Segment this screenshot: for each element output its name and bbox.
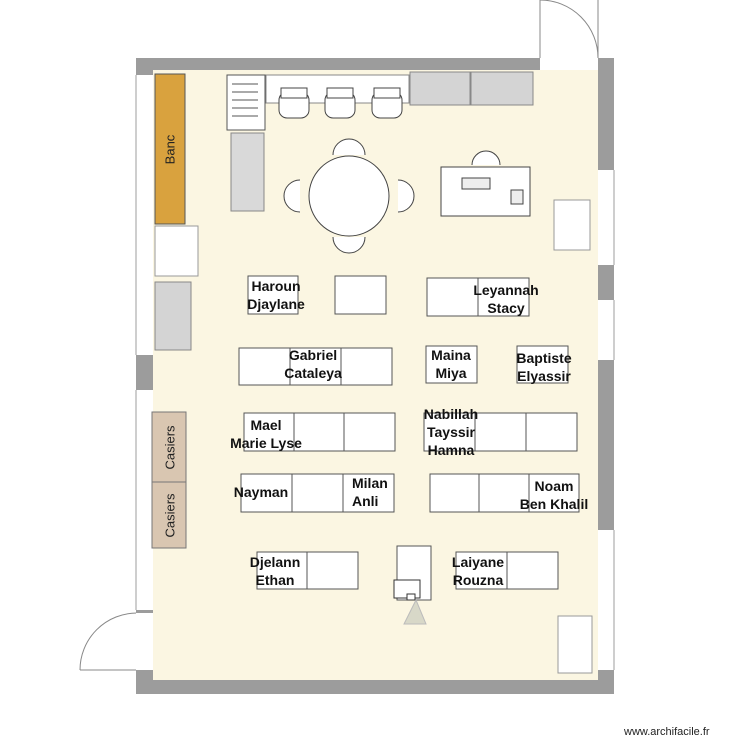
name-line: Milan (352, 475, 388, 491)
name-line: Ben Khalil (519, 496, 589, 512)
desk-label-djelann: Djelann Ethan (244, 553, 306, 589)
desk-label-noam: Noam Ben Khalil (512, 477, 596, 513)
desk-baptiste (516, 345, 569, 384)
name-line: Mael (250, 417, 282, 433)
footer-credit[interactable]: www.archifacile.fr (624, 726, 710, 738)
name-line: Noam (534, 478, 574, 494)
window-right-2 (598, 300, 614, 360)
cabinet-grey (230, 132, 265, 212)
lockers-1 (151, 411, 187, 483)
counter-grey-1 (409, 71, 471, 106)
desk-leyannah-2 (477, 277, 530, 317)
name-line: Cataleya (284, 365, 342, 381)
desk-label-leyannah: Leyannah Stacy (468, 281, 544, 317)
window-right-1 (598, 170, 614, 265)
desk-nayman-1 (240, 473, 293, 513)
door-bottom-left (79, 612, 138, 671)
desk-label-baptiste: Baptiste Elyassir (511, 349, 577, 385)
desk-gabriel-2 (289, 347, 342, 386)
name-line: Djelann (249, 554, 301, 570)
name-line: Tayssir (427, 424, 475, 440)
desk-nayman-2 (291, 473, 344, 513)
desk-label-mael: Mael Marie Lyse (224, 416, 308, 452)
desk-djelann-1 (256, 551, 308, 590)
lockers-label-2: Casiers (162, 493, 178, 538)
cabinet-right (553, 199, 591, 251)
shelf-unit (226, 74, 266, 131)
window-left-1 (136, 75, 153, 355)
name-line: Baptiste (516, 350, 572, 366)
window-top-right (540, 58, 598, 70)
bench (154, 73, 186, 225)
window-left-2 (136, 390, 153, 610)
desk-label-laiyane: Laiyane Rouzna (447, 553, 509, 589)
chair-computer-1 (278, 87, 310, 119)
counter-grey-2 (470, 71, 534, 106)
name-line: Elyassir (517, 368, 571, 384)
desk-mael-3 (343, 412, 396, 452)
cabinet-left-1 (154, 225, 199, 277)
name-line: Miya (435, 365, 467, 381)
name-line: Laiyane (451, 554, 505, 570)
desk-empty-1 (334, 275, 387, 315)
desk-gabriel-3 (340, 347, 393, 386)
desk-haroun (247, 275, 299, 315)
name-line: Anli (352, 493, 379, 509)
lockers-label-1: Casiers (162, 425, 178, 470)
desk-leyannah-1 (426, 277, 479, 317)
teacher-desk (440, 150, 531, 217)
name-line: Marie Lyse (230, 435, 302, 451)
name-line: Haroun (251, 278, 301, 294)
name-line: Leyannah (473, 282, 539, 298)
name-line: Maina (431, 347, 471, 363)
desk-milan (342, 473, 395, 513)
desk-label-maina: Maina Miya (426, 346, 476, 382)
desk-noam-3 (528, 473, 580, 513)
cabinet-bottom-right (557, 615, 593, 674)
desk-nabillah-1 (423, 412, 476, 452)
chair-computer-3 (371, 87, 403, 119)
bench-label: Banc (162, 134, 178, 165)
desk-laiyane-2 (506, 551, 559, 590)
desk-gabriel-1 (238, 347, 291, 386)
projector (393, 545, 432, 625)
name-line: Nabillah (423, 406, 479, 422)
desk-label-gabriel: Gabriel Cataleya (280, 346, 346, 382)
door-left-opening (136, 613, 153, 670)
name-line: Gabriel (288, 347, 338, 363)
desk-label-haroun: Haroun Djaylane (244, 277, 308, 313)
desk-nabillah-2 (474, 412, 527, 452)
desk-noam-1 (429, 473, 480, 513)
name-line: Djaylane (247, 296, 305, 312)
lockers-2 (151, 481, 187, 549)
desk-djelann-2 (306, 551, 359, 590)
desk-maina (425, 345, 478, 384)
chair-computer-2 (324, 87, 356, 119)
door-top-right (539, 0, 599, 59)
desk-noam-2 (478, 473, 530, 513)
cabinet-left-2 (154, 281, 192, 351)
name-line: Rouzna (452, 572, 504, 588)
desk-label-milan: Milan Anli (352, 474, 388, 510)
name-line: Hamna (427, 442, 475, 458)
name-line: Ethan (255, 572, 295, 588)
name-line: Nayman (233, 484, 289, 500)
desk-nabillah-3 (525, 412, 578, 452)
name-line: Stacy (487, 300, 525, 316)
desk-label-nayman: Nayman (229, 483, 293, 501)
round-table (283, 138, 415, 254)
desk-label-nabillah: Nabillah Tayssir Hamna (418, 405, 484, 459)
window-right-3 (598, 530, 614, 670)
